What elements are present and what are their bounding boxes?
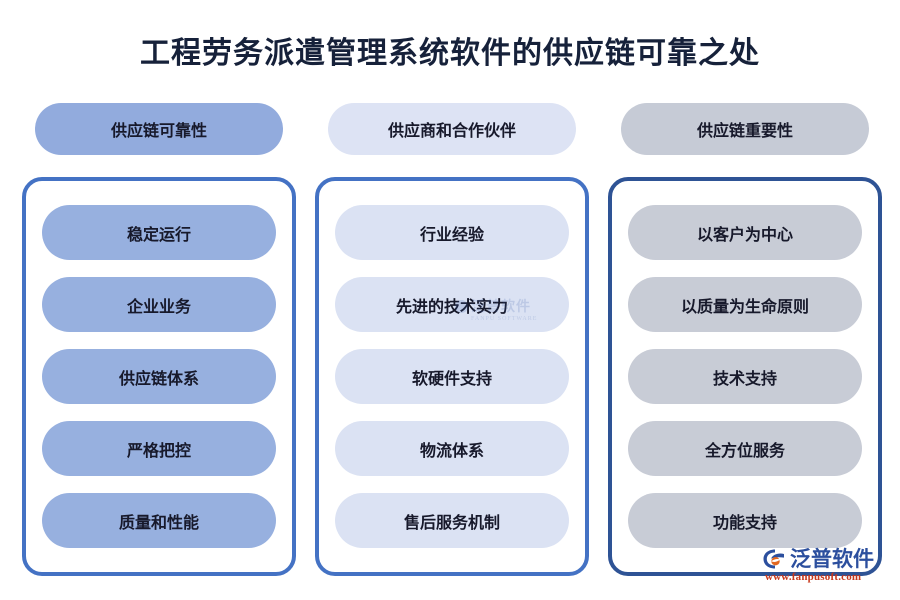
brand-name: 泛普软件 [790,547,874,571]
column-suppliers-and-partners: 供应商和合作伙伴 行业经验 先进的技术实力 软硬件支持 物流体系 售后服务机制 [315,103,589,576]
list-item[interactable]: 以客户为中心 [628,205,862,260]
list-item[interactable]: 技术支持 [628,349,862,404]
column-header-3: 供应链重要性 [621,103,869,155]
list-item[interactable]: 物流体系 [335,421,569,476]
column-header-2: 供应商和合作伙伴 [328,103,576,155]
list-item[interactable]: 行业经验 [335,205,569,260]
list-item[interactable]: 以质量为生命原则 [628,277,862,332]
fanpu-swirl-icon [762,548,786,570]
column-body-3: 以客户为中心 以质量为生命原则 技术支持 全方位服务 功能支持 [608,177,882,576]
column-supply-chain-importance: 供应链重要性 以客户为中心 以质量为生命原则 技术支持 全方位服务 功能支持 [608,103,882,576]
column-body-2: 行业经验 先进的技术实力 软硬件支持 物流体系 售后服务机制 [315,177,589,576]
list-item[interactable]: 稳定运行 [42,205,276,260]
list-item[interactable]: 先进的技术实力 [335,277,569,332]
list-item[interactable]: 软硬件支持 [335,349,569,404]
list-item[interactable]: 企业业务 [42,277,276,332]
list-item[interactable]: 售后服务机制 [335,493,569,548]
page-title: 工程劳务派遣管理系统软件的供应链可靠之处 [140,37,760,70]
list-item[interactable]: 全方位服务 [628,421,862,476]
list-item[interactable]: 质量和性能 [42,493,276,548]
columns-container: 供应链可靠性 稳定运行 企业业务 供应链体系 严格把控 质量和性能 供应商和合作… [22,103,882,576]
list-item[interactable]: 功能支持 [628,493,862,548]
brand-logo-row: 泛普软件 [762,548,874,570]
list-item[interactable]: 严格把控 [42,421,276,476]
column-body-1: 稳定运行 企业业务 供应链体系 严格把控 质量和性能 [22,177,296,576]
column-supply-chain-reliability: 供应链可靠性 稳定运行 企业业务 供应链体系 严格把控 质量和性能 [22,103,296,576]
column-header-1: 供应链可靠性 [35,103,283,155]
brand-logo: 泛普软件 www.fanpusoft.com [762,548,896,583]
list-item[interactable]: 供应链体系 [42,349,276,404]
brand-url: www.fanpusoft.com [765,571,862,583]
